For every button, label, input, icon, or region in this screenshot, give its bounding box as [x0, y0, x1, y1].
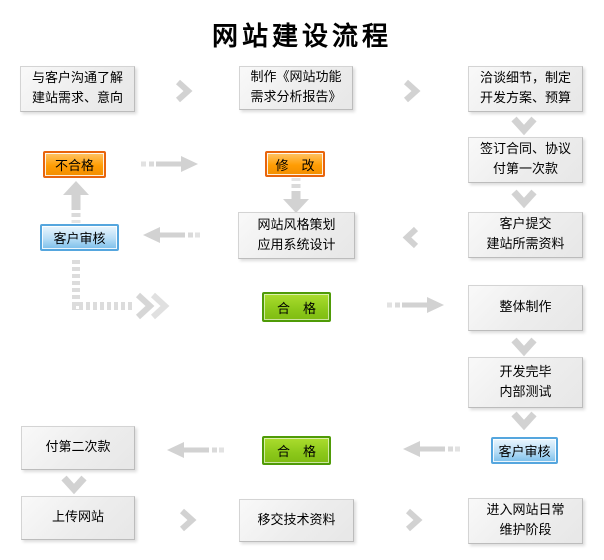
node-report-line2: 需求分析报告》: [250, 90, 342, 105]
badge-qualified-bottom: 合 格: [262, 436, 331, 465]
node-upload-label: 上传网站: [51, 510, 104, 525]
chevron-left-icon: [402, 226, 422, 249]
node-style-design-line1: 网站风格策划: [257, 217, 336, 233]
badge-client-review-left-label: 客户审核: [53, 232, 106, 247]
node-payment2-label: 付第二次款: [45, 440, 111, 455]
node-upload: 上传网站: [21, 496, 135, 540]
elbow-arrow-icon: [66, 258, 176, 320]
node-production-label: 整体制作: [499, 300, 552, 315]
badge-client-review-left: 客户审核: [40, 224, 119, 251]
chevron-right-icon: [172, 79, 194, 103]
chevron-right-icon: [400, 79, 422, 103]
node-report-line1: 制作《网站功能: [250, 70, 342, 85]
chevron-down-icon: [59, 474, 89, 495]
node-style-design: 网站风格策划 应用系统设计: [238, 212, 355, 259]
chevron-down-icon: [509, 336, 539, 357]
dashed-arrow-left-icon: [142, 226, 200, 244]
node-communicate: 与客户沟通了解 建站需求、意向: [20, 66, 135, 112]
chevron-down-icon: [509, 115, 539, 136]
badge-client-review-right-label: 客户审核: [498, 445, 551, 460]
chevron-right-icon: [402, 508, 424, 532]
node-materials-line2: 建站所需资料: [486, 237, 565, 252]
node-communicate-line2: 建站需求、意向: [31, 91, 123, 106]
badge-unqualified-label: 不合格: [54, 159, 94, 174]
node-negotiate: 洽谈细节，制定 开发方案、预算: [468, 66, 583, 112]
node-materials: 客户提交 建站所需资料: [468, 212, 583, 258]
badge-client-review-right: 客户审核: [491, 437, 558, 464]
dashed-arrow-left-icon: [166, 441, 224, 459]
badge-qualified-mid-label: 合 格: [276, 301, 316, 317]
dashed-arrow-left-icon: [402, 440, 460, 458]
node-communicate-line1: 与客户沟通了解: [31, 71, 123, 86]
chevron-down-icon: [509, 410, 539, 431]
arrow-down-icon: [283, 178, 309, 213]
node-contract-line1: 签订合同、协议: [479, 142, 571, 157]
node-maintenance-line1: 进入网站日常: [486, 503, 565, 518]
node-handover: 移交技术资料: [239, 499, 354, 542]
node-production: 整体制作: [468, 285, 583, 331]
node-handover-label: 移交技术资料: [257, 512, 336, 528]
badge-qualified-bottom-label: 合 格: [276, 445, 316, 460]
node-testing-line1: 开发完毕: [499, 364, 552, 380]
dashed-arrow-right-icon: [387, 296, 447, 314]
node-testing-line2: 内部测试: [499, 384, 552, 400]
badge-unqualified: 不合格: [43, 151, 106, 178]
node-materials-line1: 客户提交: [499, 217, 552, 232]
chevron-right-icon: [176, 508, 198, 532]
node-contract-line2: 付第一次款: [492, 162, 558, 177]
node-negotiate-line2: 开发方案、预算: [479, 91, 571, 106]
node-maintenance-line2: 维护阶段: [499, 523, 552, 538]
badge-modify: 修 改: [265, 151, 325, 177]
badge-modify-label: 修 改: [275, 158, 315, 174]
chevron-down-icon: [509, 188, 539, 209]
badge-qualified-mid: 合 格: [262, 292, 331, 322]
node-maintenance: 进入网站日常 维护阶段: [468, 498, 583, 544]
node-payment2: 付第二次款: [21, 426, 135, 470]
node-report: 制作《网站功能 需求分析报告》: [239, 66, 353, 110]
page-title: 网站建设流程: [211, 22, 392, 52]
node-testing: 开发完毕 内部测试: [468, 357, 583, 408]
arrow-up-icon: [63, 181, 89, 223]
node-contract: 签订合同、协议 付第一次款: [468, 137, 583, 183]
dashed-arrow-right-icon: [141, 155, 201, 173]
node-negotiate-line1: 洽谈细节，制定: [479, 71, 571, 86]
node-style-design-line2: 应用系统设计: [257, 237, 336, 253]
